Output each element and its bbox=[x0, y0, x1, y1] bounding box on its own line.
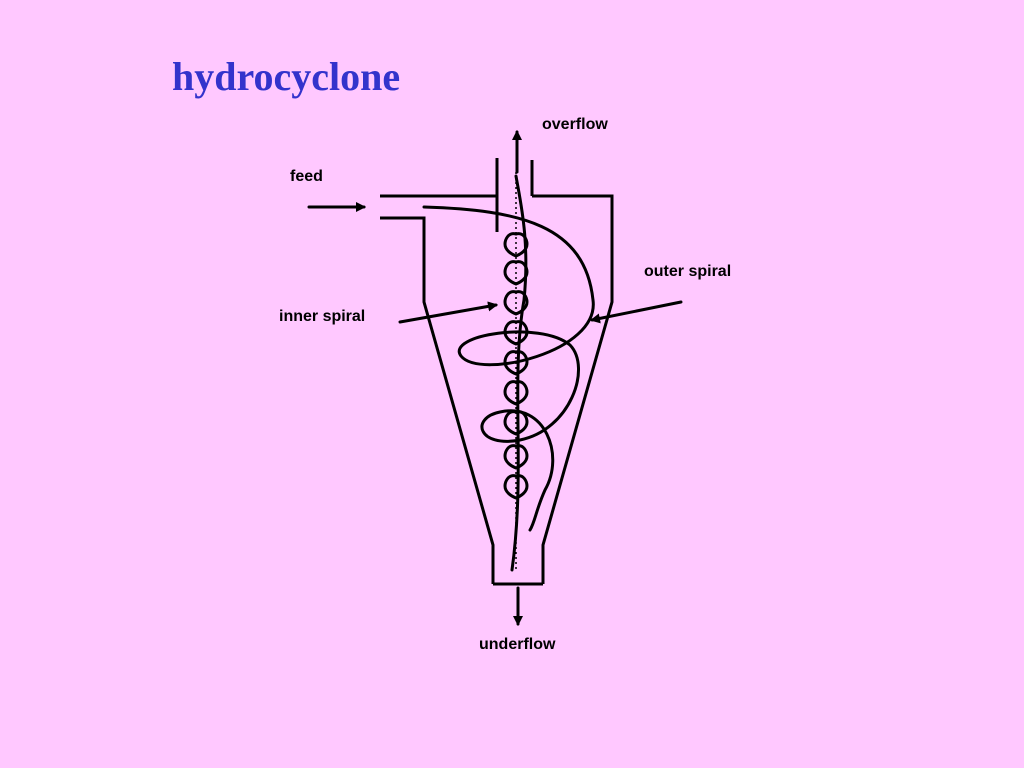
outer-spiral-path bbox=[422, 205, 595, 532]
feed-label: feed bbox=[290, 168, 323, 185]
inner-spiral-loop bbox=[503, 260, 529, 286]
inner-spiral-loops bbox=[503, 232, 529, 500]
inner-spiral-label: inner spiral bbox=[279, 308, 365, 325]
outer-spiral-label: outer spiral bbox=[644, 263, 731, 280]
inner-spiral-pointer bbox=[398, 301, 498, 324]
inner-spiral-loop bbox=[503, 444, 529, 470]
outer-spiral-pointer bbox=[590, 300, 683, 324]
overflow-label: overflow bbox=[542, 116, 608, 133]
inner-spiral-loop bbox=[503, 474, 529, 500]
inner-spiral-loop bbox=[503, 350, 529, 376]
inner-spiral-loop bbox=[503, 290, 529, 316]
vortex-finder bbox=[495, 158, 534, 232]
inner-spiral-loop bbox=[503, 320, 529, 346]
inner-spiral-loop bbox=[503, 380, 529, 406]
underflow-label: underflow bbox=[479, 636, 556, 653]
cyclone-right-wall bbox=[532, 194, 614, 584]
cyclone-left-wall bbox=[380, 194, 497, 584]
slide-title: hydrocyclone bbox=[172, 54, 401, 99]
inner-spiral-loop bbox=[503, 410, 529, 436]
inner-spiral-loop bbox=[503, 232, 529, 258]
